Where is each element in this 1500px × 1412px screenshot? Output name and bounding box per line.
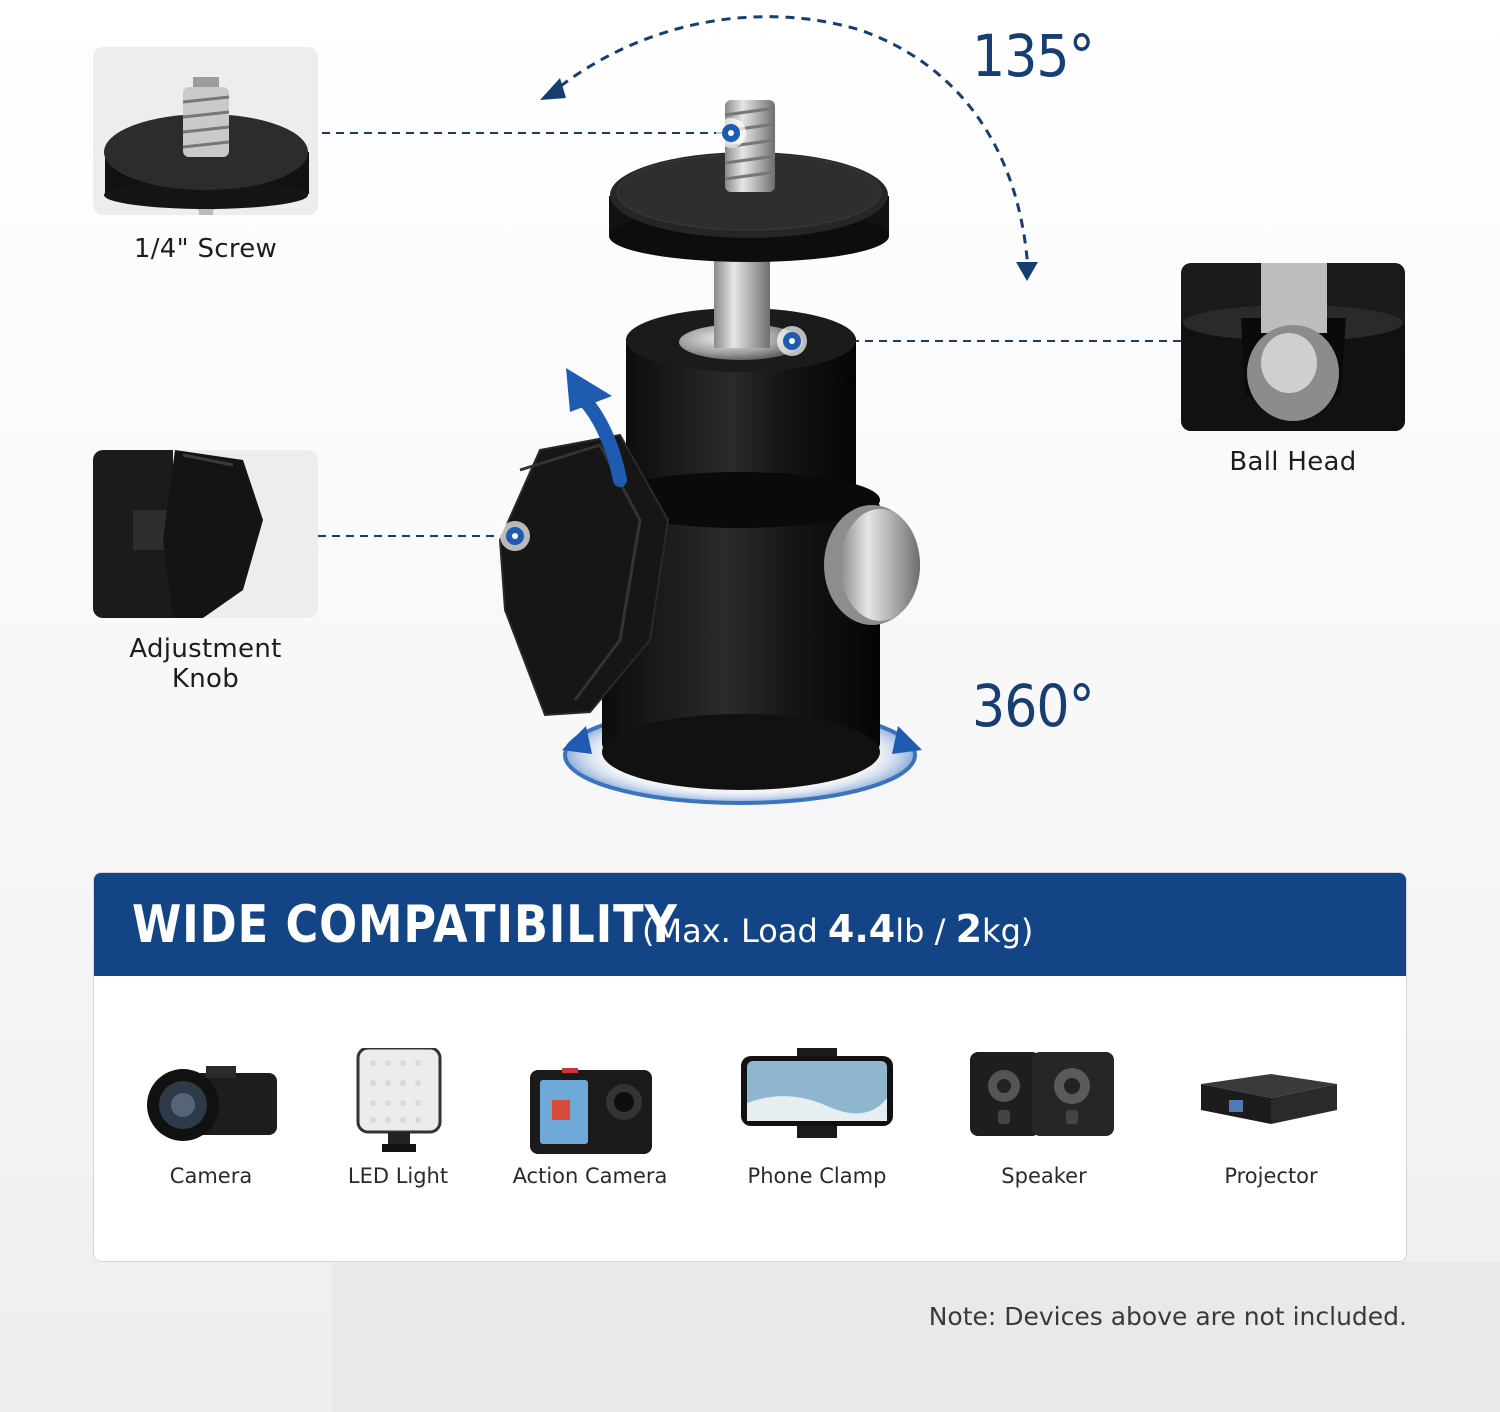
open-paren: (: [642, 912, 655, 950]
speaker-icon: [970, 1052, 1114, 1136]
camera-icon: [147, 1066, 277, 1141]
knob-thumbnail: [93, 450, 318, 618]
ballhead-label: Ball Head: [1229, 447, 1357, 477]
phone-clamp-icon: [741, 1048, 893, 1138]
action-camera-icon: [530, 1068, 652, 1154]
ball-head-illustration: [318, 15, 1182, 805]
compatibility-title: WIDE COMPATIBILITY: [132, 895, 678, 955]
load-lb-unit: lb /: [895, 912, 956, 950]
load-lb-value: 4.4: [827, 907, 896, 951]
rotation-arrow-left: [562, 726, 592, 754]
max-load: (Max. Load 4.4lb / 2kg): [642, 907, 1033, 951]
max-load-text: Max. Load: [654, 912, 828, 950]
rotation-arrow-right: [892, 726, 922, 754]
device-projector: Projector: [1171, 1048, 1371, 1188]
compatibility-header: WIDE COMPATIBILITY (Max. Load 4.4lb / 2k…: [94, 873, 1406, 976]
ballhead-thumbnail: [1181, 263, 1405, 431]
device-camera: Camera: [111, 1048, 311, 1188]
ballhead-marker: [777, 326, 807, 356]
load-kg-value: 2: [955, 907, 983, 951]
device-projector-label: Projector: [1224, 1164, 1318, 1188]
body-lower: [602, 498, 880, 753]
screw-marker: [716, 118, 746, 148]
device-speaker: Speaker: [944, 1048, 1144, 1188]
device-action-camera: Action Camera: [490, 1048, 690, 1188]
led-light-icon: [356, 1046, 442, 1152]
device-led-light: LED Light: [298, 1046, 498, 1188]
rotate-angle: 360°: [972, 672, 1095, 740]
device-led-light-label: LED Light: [347, 1164, 449, 1188]
wing-knob: [498, 433, 670, 717]
tilt-arc-arrow-left: [540, 78, 566, 100]
knob-marker: [500, 521, 530, 551]
knob-detail-image: [93, 450, 263, 618]
screw-thumbnail: [93, 47, 318, 215]
compatibility-panel: WIDE COMPATIBILITY (Max. Load 4.4lb / 2k…: [93, 872, 1407, 1262]
not-included-note: Note: Devices above are not included.: [928, 1302, 1407, 1331]
close-paren: ): [1020, 912, 1034, 950]
device-phone-clamp-label: Phone Clamp: [747, 1164, 887, 1188]
screw-label: 1/4" Screw: [133, 234, 278, 264]
ballhead-detail-image: [1181, 263, 1405, 431]
lower-background: [332, 1262, 1500, 1412]
tilt-angle: 135°: [972, 22, 1095, 90]
load-kg-unit: kg: [982, 912, 1021, 950]
device-phone-clamp: Phone Clamp: [717, 1048, 917, 1188]
tilt-arc-arrow-down: [1016, 262, 1038, 281]
projector-icon: [1201, 1074, 1337, 1124]
device-camera-label: Camera: [169, 1164, 253, 1188]
screw-detail-image: [104, 77, 309, 215]
knob-label: Adjustment Knob: [129, 634, 282, 694]
device-speaker-label: Speaker: [1001, 1164, 1087, 1188]
device-action-camera-label: Action Camera: [512, 1164, 668, 1188]
